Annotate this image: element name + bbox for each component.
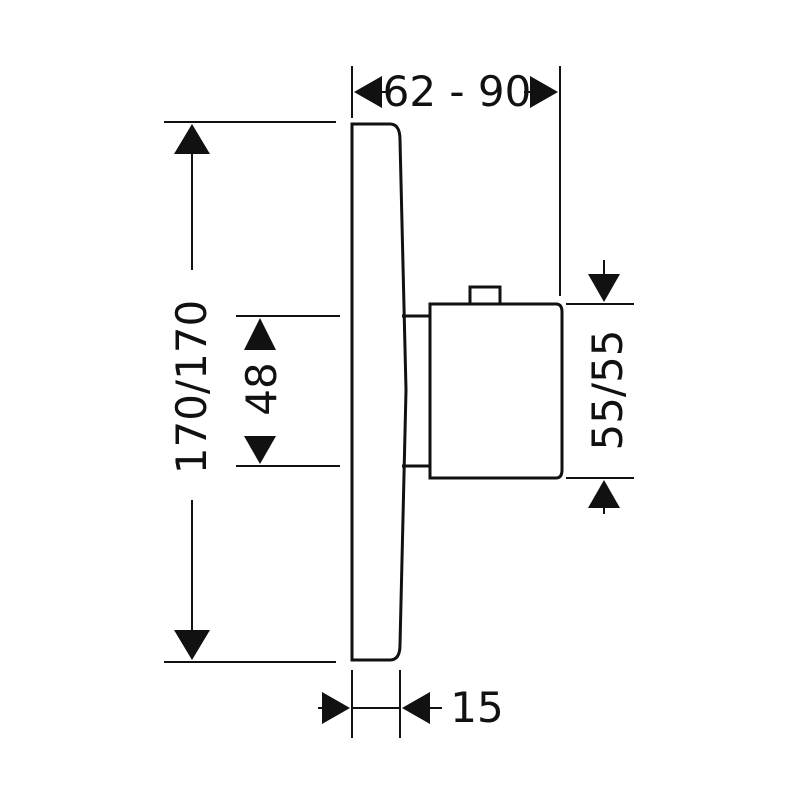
arrow-15-left	[322, 692, 350, 724]
label-spindle-offset: 48	[237, 362, 286, 415]
arrow-48-top	[244, 318, 276, 350]
arrow-55-bottom	[588, 480, 620, 508]
arrow-55-top	[588, 274, 620, 302]
arrow-depth-right	[530, 76, 558, 108]
label-depth-range: 62 - 90	[383, 67, 532, 116]
handle-body	[428, 302, 564, 480]
arrow-height-top	[174, 124, 210, 154]
arrow-depth-left	[354, 76, 382, 108]
arrow-height-bottom	[174, 630, 210, 660]
cover-plate	[350, 122, 408, 662]
label-overall-height: 170/170	[167, 300, 216, 474]
arrow-48-bottom	[244, 436, 276, 464]
label-plate-thickness: 15	[450, 683, 503, 732]
handle-knob	[468, 285, 502, 306]
arrow-15-right	[402, 692, 430, 724]
label-handle-height: 55/55	[583, 329, 632, 450]
